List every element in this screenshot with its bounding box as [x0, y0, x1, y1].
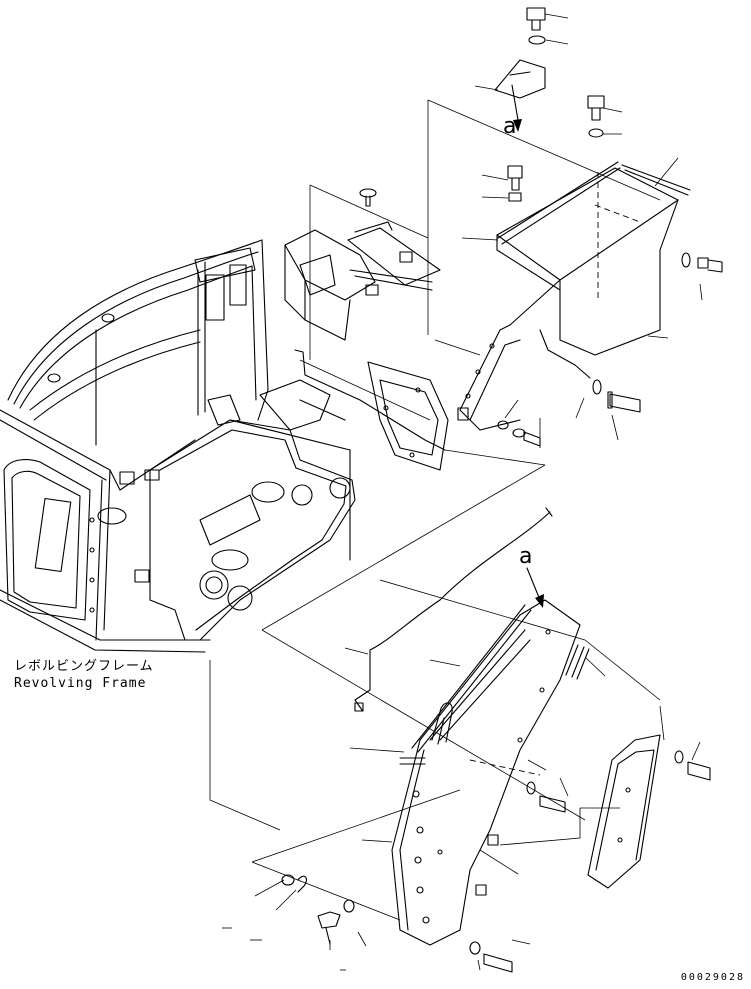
drawing-number: 00029028	[680, 972, 745, 983]
leader-lines	[209, 13, 703, 971]
bolt-2	[587, 95, 605, 121]
right-cover-assembly	[457, 161, 691, 431]
lower-cover-assembly	[354, 507, 661, 946]
reference-mark-a-bottom: a	[519, 544, 533, 569]
fasteners	[281, 7, 723, 973]
small-bracket	[494, 59, 546, 99]
bolt-3	[507, 165, 523, 191]
frame-label-en: Revolving Frame	[14, 676, 147, 691]
frame-label-jp: レボルビングフレーム	[14, 659, 154, 674]
bolt-top	[526, 7, 546, 31]
revolving-frame	[0, 239, 356, 653]
washer	[528, 35, 546, 45]
reference-mark-a-top: a	[503, 114, 517, 139]
upper-bracket-assembly	[284, 99, 661, 471]
